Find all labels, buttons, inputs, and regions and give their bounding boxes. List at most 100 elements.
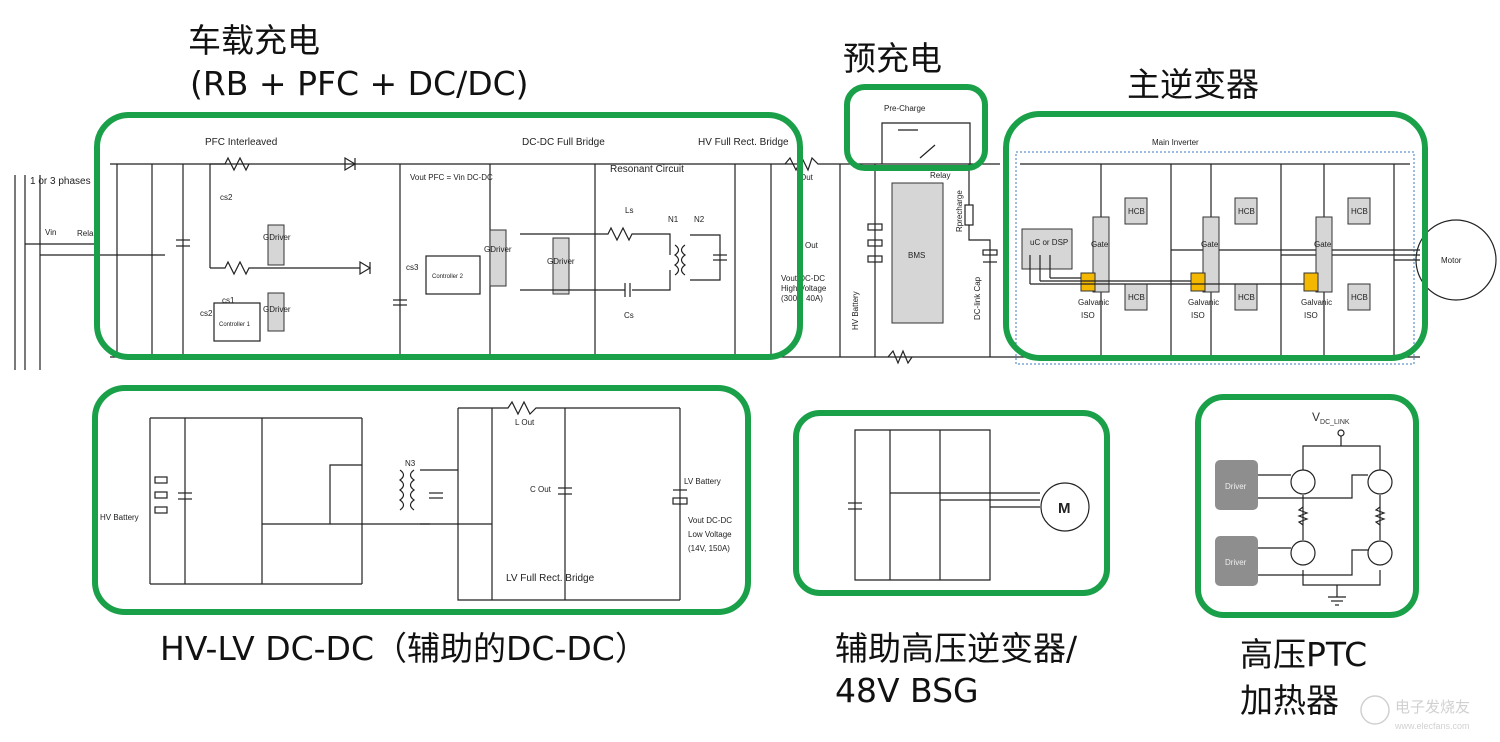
n3-label: N3 [405, 459, 416, 468]
controller-1-label: Controller 1 [219, 322, 251, 328]
bsg-title-2: 48V BSG [835, 671, 979, 710]
hcb-label: HCB [1351, 207, 1368, 216]
gate-label: Gate [1091, 240, 1109, 249]
hcb-block [1347, 197, 1371, 225]
precharge-schematic: Pre-Charge Relay HV Battery BMS Rprechar… [839, 104, 998, 365]
phases-label: 1 or 3 phases [30, 176, 91, 187]
vout-pfc-label: Vout PFC = Vin DC-DC [410, 173, 493, 182]
hcb-block [1347, 283, 1371, 311]
cout-label: Out [805, 241, 819, 250]
hv-rect-label: HV Full Rect. Bridge [698, 137, 789, 148]
inverter-highlight-box [1003, 111, 1428, 361]
resonant-label: Resonant Circuit [610, 164, 684, 175]
gate-label: Gate [1201, 240, 1219, 249]
obc-subtitle: (RB + PFC + DC/DC) [190, 64, 529, 103]
galvanic-iso-block [1080, 272, 1096, 292]
galvanic-label: Galvanic [1301, 298, 1332, 307]
cs2b-label: cs2 [200, 309, 213, 318]
lout-label: Out [800, 173, 814, 182]
bsg-schematic: M [848, 429, 1090, 581]
gdriver-label: GDriver [263, 233, 291, 242]
driver-label: Driver [1225, 558, 1247, 567]
controller-1 [213, 302, 261, 342]
bsg-highlight-box [793, 410, 1110, 596]
ls-label: Ls [625, 206, 633, 215]
gate-driver [267, 224, 285, 266]
galvanic-iso-block [1190, 272, 1206, 292]
bsg-title-1: 辅助高压逆变器/ [835, 629, 1078, 668]
hcb-block [1124, 197, 1148, 225]
gate-driver-block [1315, 216, 1333, 293]
vout-line1: Vout DC-DC [781, 274, 825, 283]
obc-title: 车载充电 [188, 21, 320, 60]
precharge-label: Pre-Charge [884, 104, 926, 113]
vdc-label: VDC_LINK [1312, 410, 1350, 426]
hcb-block [1234, 197, 1258, 225]
cs3-label: cs3 [406, 263, 419, 272]
iso-label: ISO [1081, 311, 1095, 320]
lv-rect-label: LV Full Rect. Bridge [506, 573, 595, 584]
cs1-label: cs1 [222, 296, 235, 305]
hcb-label: HCB [1351, 293, 1368, 302]
gdriver-label: GDriver [484, 245, 512, 254]
watermark-logo: 电子发烧友 www.elecfans.com [1360, 695, 1470, 731]
hvlv-hv-battery-label: HV Battery [100, 513, 139, 522]
hvlv-title: HV-LV DC-DC（辅助的DC-DC） [160, 629, 648, 668]
dcdc-label: DC-DC Full Bridge [522, 137, 605, 148]
pfc-label: PFC Interleaved [205, 137, 277, 148]
galvanic-label: Galvanic [1188, 298, 1219, 307]
galvanic-iso-block [1303, 272, 1319, 292]
relay-label: Rela [77, 229, 94, 238]
driver-block [1215, 460, 1258, 510]
watermark-url: www.elecfans.com [1394, 721, 1470, 731]
lv-vout-2: Low Voltage [688, 530, 732, 539]
bms-block [891, 182, 944, 324]
precharge-relay-label: Relay [930, 171, 950, 180]
motor-label: Motor [1441, 256, 1462, 265]
bsg-motor-label: M [1058, 500, 1071, 517]
driver-block [1215, 536, 1258, 586]
gate-driver [552, 237, 570, 295]
ptc-highlight-box [1195, 394, 1419, 618]
cs-label: Cs [624, 311, 634, 320]
controller-2 [425, 255, 481, 295]
motor-circle [1415, 219, 1497, 301]
gate-driver-block [1202, 216, 1220, 293]
controller-label: uC or DSP [1030, 238, 1068, 247]
gate-label: Gate [1314, 240, 1332, 249]
iso-label: ISO [1191, 311, 1205, 320]
hcb-label: HCB [1238, 207, 1255, 216]
hvlv-schematic: HV Battery N3 L Out C Out LV Battery Vou… [100, 400, 732, 601]
n2-label: N2 [694, 215, 705, 224]
controller-2-label: Controller 2 [432, 274, 464, 280]
ptc-title-1: 高压PTC [1240, 635, 1367, 674]
ptc-title-2: 加热器 [1240, 681, 1339, 720]
hvlv-lout-label: L Out [515, 418, 535, 427]
lv-vout-1: Vout DC-DC [688, 516, 732, 525]
hv-battery-label: HV Battery [851, 291, 860, 330]
obc-highlight-box [94, 112, 803, 360]
gate-driver-block [1092, 216, 1110, 293]
cs2-label: cs2 [220, 193, 233, 202]
gate-driver [267, 292, 285, 332]
dc-link-cap-label: DC-link Cap [973, 276, 982, 320]
inverter-label: Main Inverter [1152, 138, 1199, 147]
hcb-label: HCB [1128, 293, 1145, 302]
driver-label: Driver [1225, 482, 1247, 491]
precharge-highlight-box [844, 84, 988, 171]
precharge-title: 预充电 [843, 39, 942, 78]
hcb-label: HCB [1128, 207, 1145, 216]
iso-label: ISO [1304, 311, 1318, 320]
gate-driver [489, 229, 507, 287]
rprecharge-label: Rprecharge [955, 190, 964, 232]
galvanic-label: Galvanic [1078, 298, 1109, 307]
n1-label: N1 [668, 215, 679, 224]
lv-battery-label: LV Battery [684, 477, 721, 486]
gdriver-label: GDriver [547, 257, 575, 266]
hvlv-highlight-box [92, 385, 751, 615]
watermark-name: 电子发烧友 [1395, 699, 1470, 716]
ptc-schematic: VDC_LINK Driver Driver [1215, 410, 1393, 606]
lv-vout-3: (14V, 150A) [688, 544, 730, 553]
